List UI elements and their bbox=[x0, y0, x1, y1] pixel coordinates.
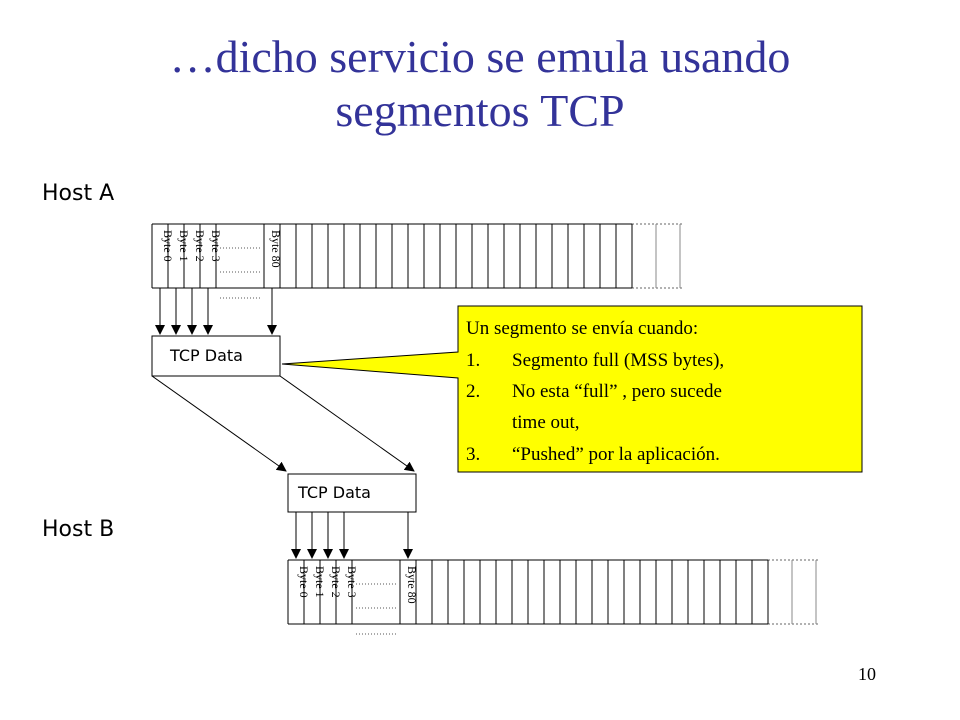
host-a-cells bbox=[151, 224, 633, 288]
host-b-byte-2: Byte 2 bbox=[329, 566, 343, 598]
host-a-byte-2: Byte 2 bbox=[193, 230, 207, 262]
tcp-segment-a: TCP Data bbox=[151, 335, 281, 377]
host-b-byte-80: Byte 80 bbox=[405, 566, 419, 604]
callout-heading: Un segmento se envía cuando: bbox=[466, 318, 698, 339]
host-b-tail bbox=[791, 560, 817, 624]
tcp-segment-b-label: TCP Data bbox=[297, 483, 371, 502]
host-b-cells bbox=[287, 560, 769, 624]
host-b-label: Host B bbox=[42, 517, 115, 542]
callout-item-1-text: Segmento full (MSS bytes), bbox=[512, 350, 724, 371]
host-a-byte-3: Byte 3 bbox=[209, 230, 223, 262]
callout-item-2-text: No esta “full” , pero sucede bbox=[512, 381, 722, 402]
host-b-arrows bbox=[291, 512, 413, 559]
host-a-buffer: Byte 0 Byte 1 Byte 2 Byte 3 Byte 80 bbox=[151, 223, 682, 299]
callout: Un segmento se envía cuando: 1. Segmento… bbox=[281, 305, 863, 473]
host-a-gap bbox=[220, 247, 260, 299]
callout-item-2-num: 2. bbox=[466, 381, 480, 402]
transfer-arrows bbox=[151, 375, 415, 472]
title-line-2: segmentos TCP bbox=[335, 85, 625, 136]
slide-title: …dicho servicio se emula usando segmento… bbox=[0, 30, 960, 138]
tcp-segment-b: TCP Data bbox=[287, 473, 417, 513]
host-b-byte-3: Byte 3 bbox=[345, 566, 359, 598]
host-b-gap bbox=[356, 583, 396, 635]
callout-item-3-num: 3. bbox=[466, 444, 480, 465]
host-b-byte-1: Byte 1 bbox=[313, 566, 327, 598]
host-a-tail bbox=[655, 224, 681, 288]
host-a-byte-80: Byte 80 bbox=[269, 230, 283, 268]
host-a-label: Host A bbox=[42, 181, 115, 206]
host-a-byte-1: Byte 1 bbox=[177, 230, 191, 262]
host-b-byte-0: Byte 0 bbox=[297, 566, 311, 598]
host-a-byte-0: Byte 0 bbox=[161, 230, 175, 262]
tcp-segment-a-label: TCP Data bbox=[169, 346, 243, 365]
host-a-arrows bbox=[155, 288, 277, 335]
callout-bubble bbox=[281, 305, 863, 473]
callout-item-2-cont: time out, bbox=[512, 412, 580, 433]
host-b-buffer: Byte 0 Byte 1 Byte 2 Byte 3 Byte 80 bbox=[287, 559, 818, 635]
page-number: 10 bbox=[858, 664, 876, 684]
title-line-1: …dicho servicio se emula usando bbox=[169, 31, 791, 82]
callout-item-3-text: “Pushed” por la aplicación. bbox=[512, 444, 720, 465]
callout-item-1-num: 1. bbox=[466, 350, 480, 371]
